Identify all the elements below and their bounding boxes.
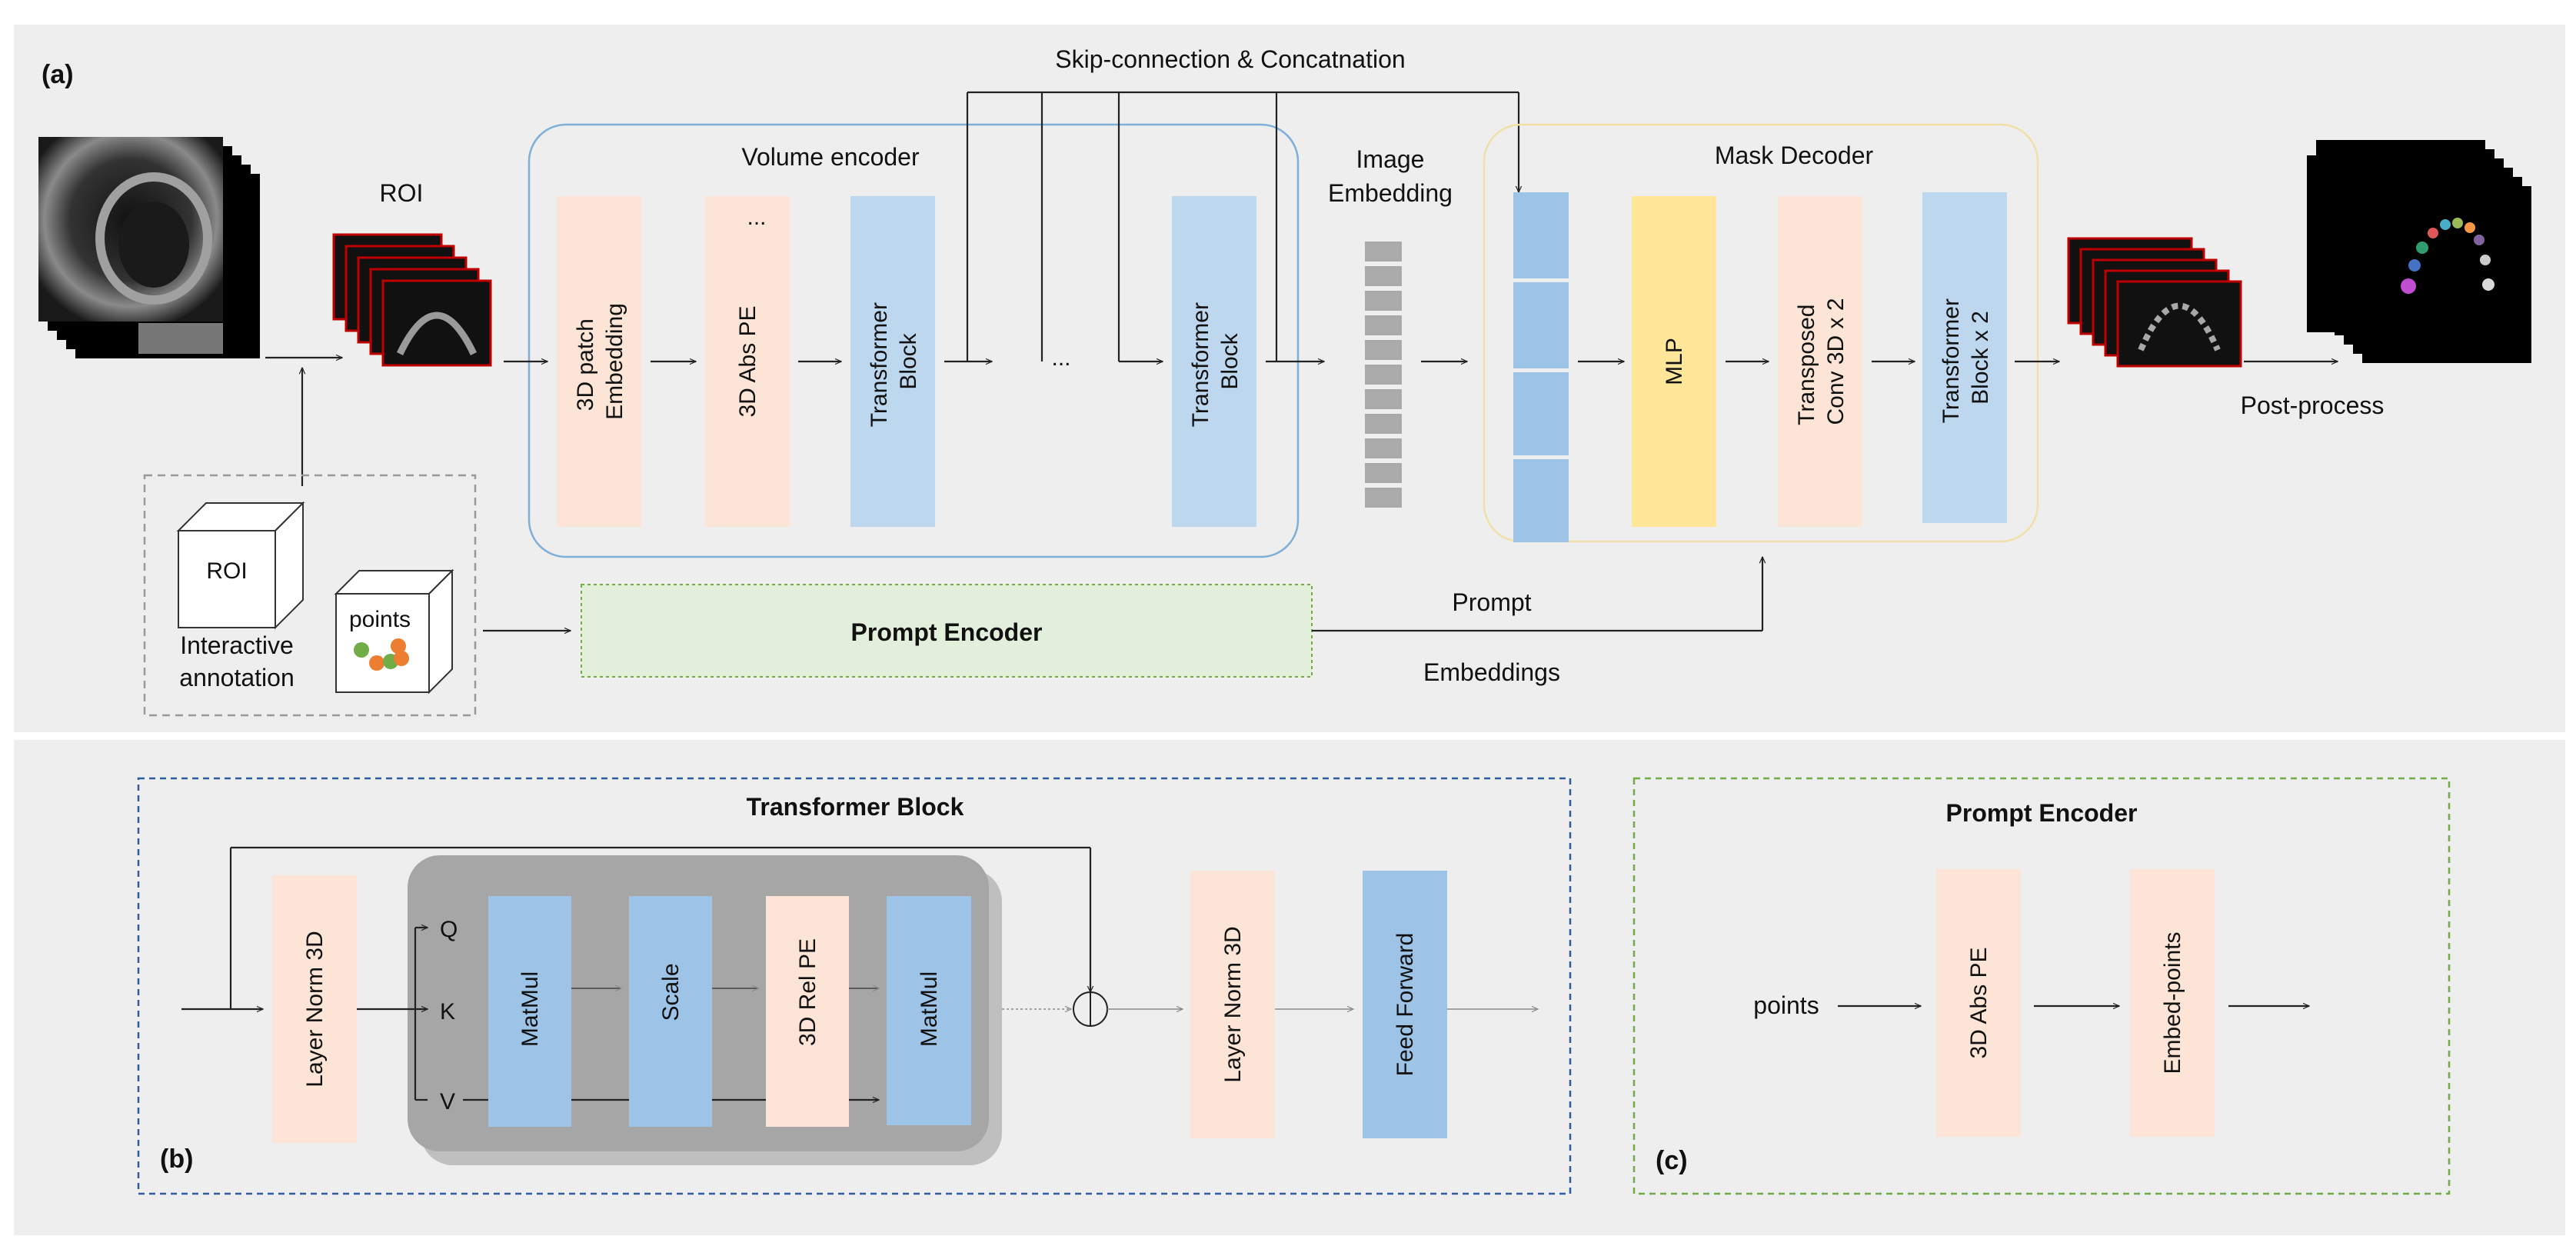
skip-connection-lines [966,91,1519,361]
roi-label: ROI [380,179,424,207]
roi-ct-stack [332,233,492,367]
transposed-conv-label-1: Transposed [1794,305,1819,425]
transformer-block-1 [850,196,935,527]
prompt-encoder-block [581,584,1313,678]
interactive-label-1: Interactive [180,631,294,659]
svg-text:3D patch Embedding: 3D patch Embedding [573,303,627,420]
svg-text:Transformer Block: Transformer Block [867,296,921,428]
feed-forward-label: Feed Forward [1393,933,1418,1077]
abs-pe-label: 3D Abs PE [735,305,760,417]
embed-points-label: Embed-points [2160,931,2185,1074]
qkv-split-lines [357,928,428,1101]
transformer-block-1-label-2: Block [896,332,921,389]
svg-text:Transformer Block x 2: Transformer Block x 2 [1939,292,1993,424]
layer-norm-block-2 [1190,871,1275,1138]
matmul-label-2: MatMul [917,971,942,1047]
matmul-block-1 [488,896,571,1127]
segmentation-output-stack [2067,237,2242,368]
image-embedding-label-2: Embedding [1328,179,1453,207]
prompt-label-2: Embeddings [1423,658,1560,686]
post-process-label: Post-process [2241,391,2385,419]
svg-text:Transformer Block: Transformer Block [1188,296,1243,428]
prompt-encoder-label: Prompt Encoder [851,618,1043,646]
transformer-block-n [1172,196,1256,527]
k-label: K [440,999,455,1024]
prompt-encoder-detail [1632,777,2451,1195]
layer-norm-label-2: Layer Norm 3D [1220,926,1246,1082]
skip-connection-label: Skip-connection & Concatnation [1055,45,1405,73]
points-input-label: points [1753,991,1819,1019]
scale-label: Scale [658,963,684,1021]
volume-encoder-title: Volume encoder [741,143,920,171]
abs-pe-ellipsis: ... [747,205,766,230]
rel-pe-block [766,896,849,1127]
decoder-transformer-label-2: Block x 2 [1968,311,1993,405]
transposed-conv-label-2: Conv 3D x 2 [1823,298,1849,425]
patch-embedding-label-2: Embedding [602,303,627,420]
mask-decoder-title: Mask Decoder [1715,142,1874,169]
image-embedding-tokens [1365,242,1402,508]
prompt-label-1: Prompt [1452,588,1531,616]
panel-c-label: (c) [1656,1146,1688,1175]
transformer-block-1-label-1: Transformer [867,302,892,427]
cube-roi-label: ROI [206,558,247,584]
roi-cube-icon [176,501,305,630]
encoder-ellipsis: ... [1051,345,1070,371]
transformer-block-title: Transformer Block [747,793,964,821]
feed-forward-block [1363,871,1447,1138]
image-embedding-label-1: Image [1356,145,1425,173]
interactive-annotation-box [143,474,477,717]
patch-embedding-block [557,196,641,527]
input-ct-stack [38,137,260,358]
cube-points-label: points [349,607,411,632]
v-label: V [440,1089,455,1114]
interactive-label-2: annotation [179,664,294,691]
prompt-abs-pe-label: 3D Abs PE [1966,947,1992,1058]
volume-encoder-group [528,123,1300,558]
mlp-label: MLP [1662,338,1687,385]
mask-decoder-group [1483,123,2039,543]
residual-connection [181,846,1090,1011]
decoder-concat-tokens [1513,192,1569,542]
prompt-abs-pe-block [1936,869,2021,1137]
abs-pe-block [705,196,790,527]
matmul-block-2 [887,896,971,1125]
transformer-block-n-label-2: Block [1217,332,1243,389]
transposed-conv-block [1778,196,1862,527]
final-mask-stack [2307,140,2531,363]
transformer-block-n-label-1: Transformer [1188,302,1213,427]
panel-a-label: (a) [42,60,74,89]
layer-norm-label: Layer Norm 3D [302,931,328,1087]
mlp-block [1632,196,1716,527]
patch-embedding-label-1: 3D patch [573,318,598,411]
matmul-label-1: MatMul [518,971,543,1047]
svg-text:Transposed Conv 3D x 2: Transposed Conv 3D x 2 [1794,298,1849,425]
prompt-encoder-detail-title: Prompt Encoder [1946,799,2138,827]
q-label: Q [440,917,458,942]
decoder-transformer-label-1: Transformer [1939,298,1964,423]
embed-points-block [2130,869,2215,1137]
scale-block [629,896,712,1127]
points-cube-icon [334,568,454,695]
decoder-transformer-block [1922,192,2007,523]
prompt-embedding-arrow [1312,557,1762,632]
transformer-block-detail [137,777,1572,1195]
annotation-points [354,638,409,671]
rel-pe-label: 3D Rel PE [795,938,820,1046]
residual-add-node [1073,991,1108,1027]
layer-norm-block [272,875,357,1143]
panel-b-label: (b) [160,1144,193,1174]
